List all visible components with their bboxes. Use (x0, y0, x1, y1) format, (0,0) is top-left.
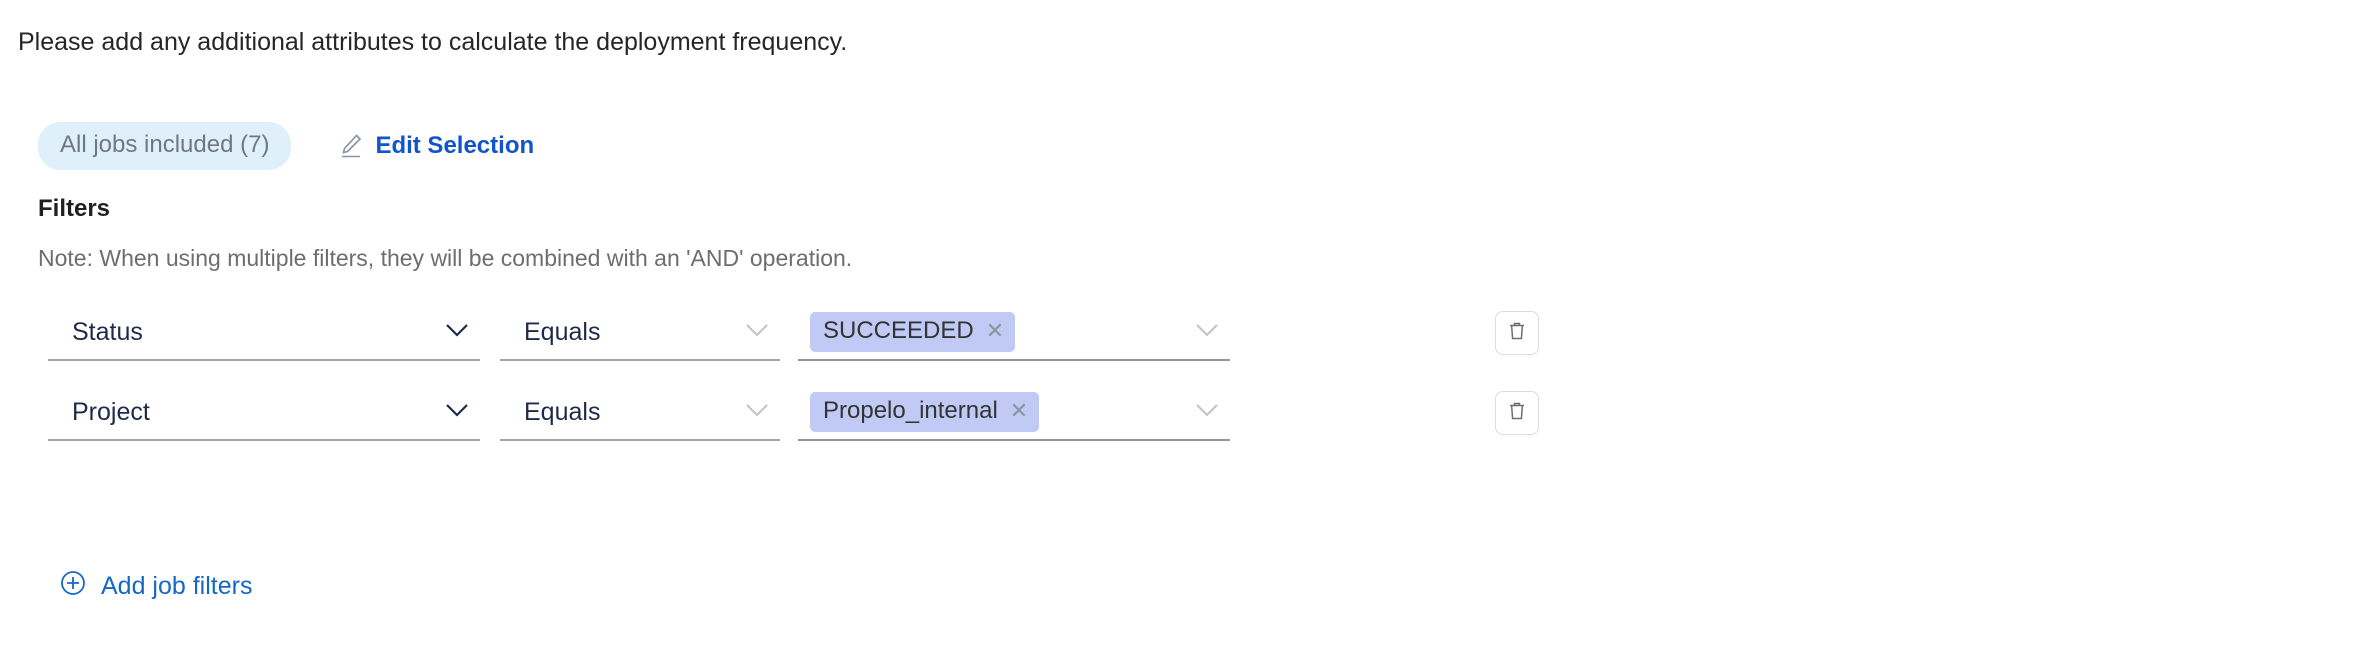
add-job-filters-label: Add job filters (101, 572, 253, 600)
close-icon[interactable]: ✕ (985, 318, 1005, 343)
filters-note: Note: When using multiple filters, they … (38, 245, 853, 271)
delete-filter-button[interactable] (1495, 391, 1539, 435)
edit-selection-label: Edit Selection (375, 132, 535, 159)
filter-operator-select[interactable]: Equals (500, 385, 780, 441)
chevron-down-icon (744, 322, 770, 343)
all-jobs-included-pill: All jobs included (7) (38, 122, 292, 170)
trash-icon (1507, 320, 1527, 347)
filter-attribute-value: Project (72, 397, 150, 426)
selected-value-tag[interactable]: Propelo_internal ✕ (810, 392, 1040, 432)
circle-plus-icon (60, 570, 86, 603)
filter-value-select[interactable]: Propelo_internal ✕ (798, 385, 1230, 441)
filter-attribute-value: Status (72, 317, 143, 346)
chevron-down-icon (444, 322, 470, 343)
intro-text: Please add any additional attributes to … (18, 28, 848, 56)
add-job-filters-button[interactable]: Add job filters (60, 570, 252, 603)
selected-value-tag[interactable]: SUCCEEDED ✕ (810, 312, 1016, 352)
filter-operator-value: Equals (524, 397, 601, 426)
delete-filter-button[interactable] (1495, 311, 1539, 355)
chevron-down-icon (444, 402, 470, 423)
filter-value-select[interactable]: SUCCEEDED ✕ (798, 305, 1230, 361)
selected-value-label: SUCCEEDED (823, 317, 974, 344)
edit-selection-button[interactable]: Edit Selection (339, 132, 534, 160)
chevron-down-icon (1194, 402, 1220, 423)
close-icon[interactable]: ✕ (1009, 398, 1029, 423)
pencil-icon (339, 133, 363, 159)
filter-operator-value: Equals (524, 317, 601, 346)
chevron-down-icon (744, 402, 770, 423)
jobs-summary-row: All jobs included (7) Edit Selection (38, 122, 534, 170)
filter-attribute-select[interactable]: Project (48, 385, 480, 441)
filter-attribute-select[interactable]: Status (48, 305, 480, 361)
filter-operator-select[interactable]: Equals (500, 305, 780, 361)
selected-value-label: Propelo_internal (823, 397, 998, 424)
chevron-down-icon (1194, 322, 1220, 343)
trash-icon (1507, 400, 1527, 427)
filters-heading: Filters (38, 195, 111, 222)
